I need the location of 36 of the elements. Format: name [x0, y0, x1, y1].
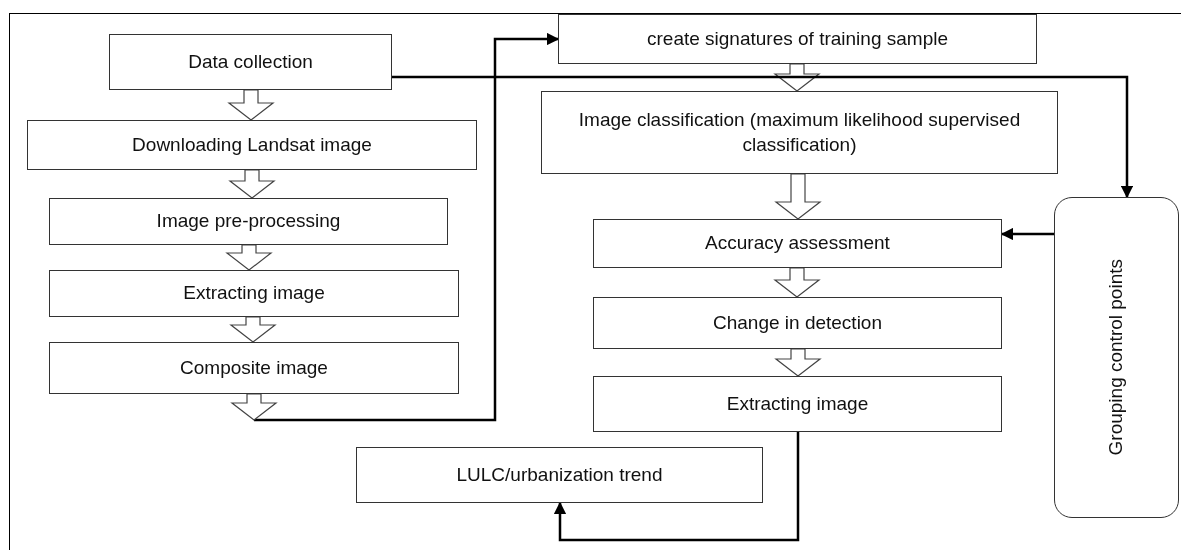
box-label: Downloading Landsat image — [132, 132, 372, 157]
block-arrow — [774, 348, 822, 377]
box-label: Extracting image — [183, 281, 325, 306]
block-arrow — [227, 89, 275, 121]
rounded-box — [1054, 197, 1179, 518]
process-box — [593, 219, 1002, 268]
process-box — [541, 91, 1058, 174]
process-box — [558, 14, 1037, 64]
box-label: Extracting image — [726, 391, 869, 416]
block-arrow — [230, 393, 278, 421]
box-label: Change in detection — [713, 310, 882, 335]
box-label: Image pre-processing — [156, 209, 341, 234]
block-arrow — [773, 267, 821, 298]
arrow — [553, 432, 800, 542]
box-label: Image classification (maximum likelihood supervised classification) — [577, 107, 1022, 157]
box-label: Accuracy assessment — [705, 231, 890, 256]
box-label: LULC/urbanization trend — [456, 462, 663, 487]
box-label: Data collection — [188, 49, 313, 74]
process-box — [27, 120, 477, 170]
block-arrow — [228, 169, 276, 199]
block-arrow — [774, 173, 822, 220]
process-box — [49, 270, 459, 317]
arrow — [392, 75, 1134, 199]
process-box — [593, 376, 1002, 432]
box-label: Composite image — [180, 355, 328, 380]
process-box — [49, 198, 448, 245]
process-box — [356, 447, 763, 503]
process-box — [109, 34, 392, 90]
arrow — [254, 32, 560, 422]
block-arrow — [229, 316, 277, 343]
box-label: Grouping control points — [1104, 259, 1128, 456]
process-box — [49, 342, 459, 394]
block-arrow — [225, 244, 273, 271]
arrow — [1000, 227, 1054, 241]
box-label: create signatures of training sample — [647, 26, 948, 51]
process-box — [593, 297, 1002, 349]
